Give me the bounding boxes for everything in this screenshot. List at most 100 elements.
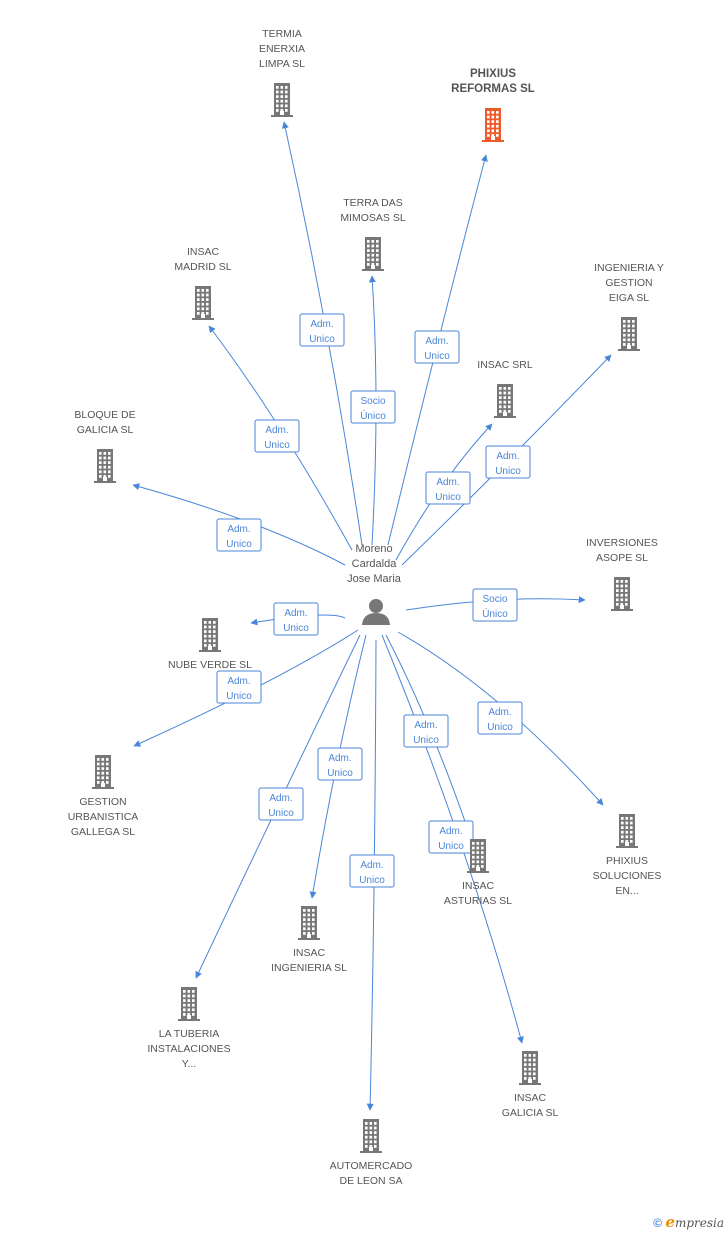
- edge-label-text: Unico: [495, 466, 521, 477]
- edge-label-box: [425, 471, 471, 505]
- company-node-insac-madrid[interactable]: INSAC MADRID SL: [174, 246, 232, 320]
- edge-label-nube[interactable]: Adm. Unico: [273, 602, 319, 636]
- company-label: PHIXIUS: [606, 855, 648, 867]
- building-icon: [199, 618, 221, 652]
- company-label: INSAC: [187, 246, 220, 258]
- edge-label-insac-ing[interactable]: Adm. Unico: [317, 747, 363, 781]
- edge-label-text: Unico: [435, 492, 461, 503]
- edge-label-box: [349, 854, 395, 888]
- edge-label-text: Unico: [327, 768, 353, 779]
- company-label: INSAC: [293, 947, 326, 959]
- company-label: URBANISTICA: [68, 811, 139, 823]
- edge-label-phixius-sol[interactable]: Adm. Unico: [477, 701, 523, 735]
- company-node-nube[interactable]: NUBE VERDE SL: [168, 618, 252, 671]
- company-node-phixius-sol[interactable]: PHIXIUSSOLUCIONESEN...: [593, 814, 662, 897]
- edge-label-box: [216, 518, 262, 552]
- edge-label-text: Adm.: [488, 707, 511, 718]
- building-icon: [611, 577, 633, 611]
- building-icon: [271, 83, 293, 117]
- empresia-logo[interactable]: empresia: [665, 1213, 724, 1231]
- edge-label-insac-srl[interactable]: Adm. Unico: [425, 471, 471, 505]
- company-label: REFORMAS SL: [451, 83, 535, 95]
- edge-label-text: Adm.: [328, 753, 351, 764]
- edge-label-gestion[interactable]: Adm.Unico: [216, 670, 262, 704]
- edge-label-text: Adm.: [227, 676, 250, 687]
- company-label: LA TUBERIA: [159, 1028, 220, 1040]
- company-node-bloque[interactable]: BLOQUE DE GALICIA SL: [74, 409, 136, 483]
- edge-label-tuberia[interactable]: Adm.Unico: [258, 787, 304, 821]
- edge-label-text: Adm.: [227, 524, 250, 535]
- edge-label-ingenieria[interactable]: Adm. Unico: [485, 445, 531, 479]
- person-label: Cardalda: [352, 558, 398, 570]
- company-label: INGENIERIA Y: [594, 262, 664, 274]
- edge-gestion: [133, 629, 359, 747]
- edge-label-insac-asturias[interactable]: Adm.Unico: [403, 714, 449, 748]
- company-label: SOLUCIONES: [593, 870, 662, 882]
- edge-label-text: Unico: [359, 875, 385, 886]
- edge-label-box: [428, 820, 474, 854]
- edge-label-text: Adm.: [284, 608, 307, 619]
- edge-label-text: Socio: [482, 594, 507, 605]
- company-label: EIGA SL: [609, 292, 649, 304]
- edge-label-text: Unico: [438, 841, 464, 852]
- edge-label-text: Adm.: [496, 451, 519, 462]
- edge-label-text: Único: [360, 409, 386, 422]
- company-label: INSAC: [462, 880, 495, 892]
- person-icon: [362, 599, 390, 625]
- edge-label-bloque[interactable]: Adm.Unico: [216, 518, 262, 552]
- building-icon: [362, 237, 384, 271]
- edge-label-automercado[interactable]: Adm.Unico: [349, 854, 395, 888]
- building-icon: [92, 755, 114, 789]
- company-label: NUBE VERDE SL: [168, 659, 252, 671]
- company-label: GALLEGA SL: [71, 826, 135, 838]
- edge-label-text: Adm.: [439, 826, 462, 837]
- company-label: INSTALACIONES: [147, 1043, 230, 1055]
- edge-label-text: Adm.: [436, 477, 459, 488]
- building-icon: [298, 906, 320, 940]
- building-icon: [519, 1051, 541, 1085]
- edge-label-text: Unico: [264, 440, 290, 451]
- edge-label-phixius-reformas[interactable]: Adm.Unico: [414, 330, 460, 364]
- company-label: BLOQUE DE: [74, 409, 135, 421]
- edge-label-insac-madrid[interactable]: Adm.Unico: [254, 419, 300, 453]
- company-label: TERMIA: [262, 28, 302, 40]
- company-label: MADRID SL: [174, 261, 231, 273]
- person-label: Moreno: [355, 543, 392, 555]
- edge-label-box: [414, 330, 460, 364]
- edge-label-text: Unico: [487, 722, 513, 733]
- person-label: Jose Maria: [347, 573, 402, 585]
- edge-label-text: Socio: [360, 396, 385, 407]
- company-node-insac-srl[interactable]: INSAC SRL: [477, 359, 533, 418]
- edge-label-text: Unico: [283, 623, 309, 634]
- edge-label-text: Unico: [413, 735, 439, 746]
- building-icon: [178, 987, 200, 1021]
- edge-label-box: [317, 747, 363, 781]
- company-label: GALICIA SL: [77, 424, 134, 436]
- company-label: MIMOSAS SL: [340, 212, 406, 224]
- building-icon: [618, 317, 640, 351]
- edge-label-box: [258, 787, 304, 821]
- company-node-tuberia[interactable]: LA TUBERIAINSTALACIONESY...: [147, 987, 231, 1070]
- edge-label-termia[interactable]: Adm. Unico: [299, 313, 345, 347]
- edge-label-box: [403, 714, 449, 748]
- company-label: ENERXIA: [259, 43, 305, 55]
- edge-label-text: Adm.: [310, 319, 333, 330]
- edge-label-text: Unico: [268, 808, 294, 819]
- edge-label-text: Unico: [309, 334, 335, 345]
- building-icon: [94, 449, 116, 483]
- edge-label-insac-galicia[interactable]: Adm. Unico: [428, 820, 474, 854]
